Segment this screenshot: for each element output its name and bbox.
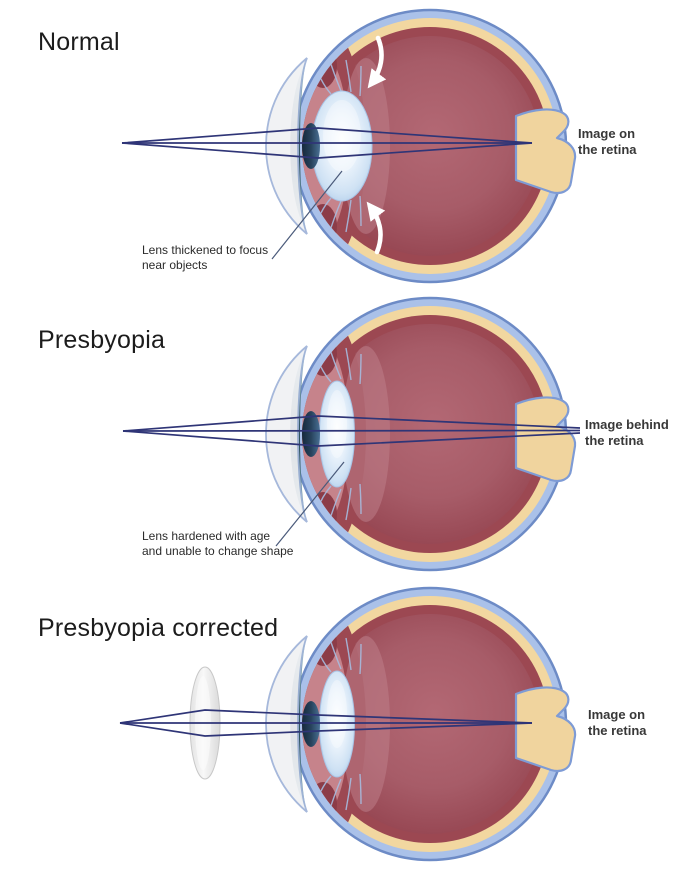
light-rays (119, 709, 533, 737)
panel-corrected-title: Presbyopia corrected (38, 614, 279, 642)
accommodation-arrows (366, 35, 387, 255)
light-rays (122, 415, 581, 447)
panel-presbyopia-title: Presbyopia (38, 326, 166, 354)
panel-corrected-result-caption: Image on the retina (588, 707, 647, 738)
panel-normal-title: Normal (38, 28, 120, 56)
caption-pointer-line (271, 170, 343, 260)
panel-presbyopia-result-caption: Image behind the retina (585, 417, 669, 448)
panel-corrected-graphic (119, 588, 575, 860)
panel-normal-lens-caption: Lens thickened to focus near objects (142, 243, 269, 272)
panel-presbyopia-graphic (122, 298, 581, 570)
caption-pointer-line (275, 461, 345, 547)
panel-presbyopia-lens-caption: Lens hardened with age and unable to cha… (142, 529, 294, 558)
panel-normal-graphic (121, 10, 575, 282)
light-rays (121, 127, 533, 159)
panel-normal-result-caption: Image on the retina (578, 126, 637, 157)
